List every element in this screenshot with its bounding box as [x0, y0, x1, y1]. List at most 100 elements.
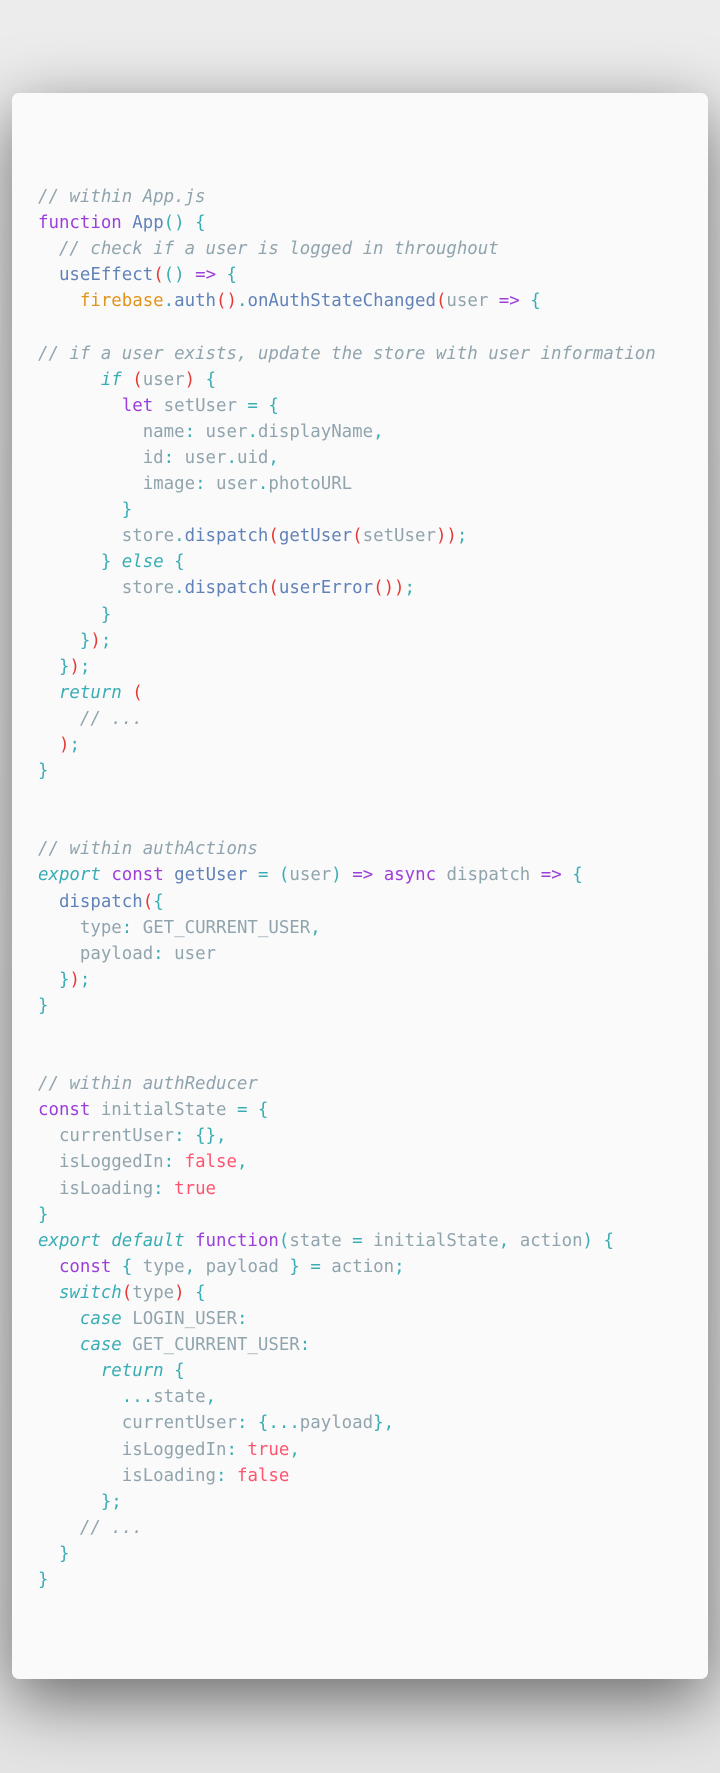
code-token: }; — [100, 1491, 122, 1512]
code-token: ; — [79, 969, 91, 990]
code-token — [38, 396, 122, 416]
code-token: function — [38, 213, 122, 234]
code-token: } — [58, 656, 70, 677]
code-token — [38, 1309, 80, 1329]
code-token: name — [38, 421, 185, 442]
code-token: currentUser — [38, 1126, 175, 1147]
code-token — [38, 631, 80, 651]
code-token: : — [163, 1152, 175, 1173]
code-token: { — [153, 891, 164, 912]
code-token: user — [289, 865, 332, 886]
code-token — [185, 1283, 195, 1303]
code-line: } — [38, 993, 656, 1019]
code-token — [38, 709, 80, 729]
code-line: id: user.uid, — [38, 445, 656, 471]
code-token: { — [195, 213, 206, 234]
code-token — [185, 1231, 195, 1251]
code-line: // ... — [38, 706, 656, 732]
code-line: }); — [38, 654, 656, 680]
code-token: type — [38, 917, 122, 938]
code-line: ...state, — [38, 1384, 656, 1410]
code-token: photoURL — [268, 474, 353, 495]
code-token: // within authActions — [38, 839, 258, 860]
code-token: = — [352, 1230, 363, 1251]
code-token: , — [310, 917, 321, 938]
code-token: LOGIN_USER — [121, 1309, 237, 1330]
code-line: dispatch({ — [38, 889, 656, 915]
code-token: ( — [435, 291, 447, 312]
code-token: ) — [58, 734, 70, 755]
code-line: firebase.auth().onAuthStateChanged(user … — [38, 288, 656, 314]
code-token: () — [163, 213, 185, 234]
code-token: () — [163, 265, 185, 286]
code-line: }); — [38, 628, 656, 654]
code-token: else — [121, 552, 164, 573]
code-token: user — [205, 474, 258, 495]
code-line — [38, 1045, 656, 1071]
code-token: user — [142, 369, 185, 390]
code-line: isLoading: false — [38, 1463, 656, 1489]
code-token — [216, 265, 226, 285]
code-token — [38, 605, 101, 625]
code-token: ; — [79, 656, 91, 677]
code-token: { — [530, 291, 541, 312]
code-token: ( — [278, 1230, 290, 1251]
code-token: } — [38, 995, 49, 1016]
code-token: ( — [268, 578, 279, 599]
code-token: useEffect — [58, 265, 154, 286]
code-token: ... — [121, 1387, 154, 1408]
code-token: }, — [373, 1413, 395, 1434]
code-line: type: GET_CURRENT_USER, — [38, 915, 656, 941]
code-token — [300, 1257, 310, 1277]
code-token — [38, 1283, 59, 1303]
code-token: => — [195, 265, 217, 286]
code-token: userError — [278, 578, 374, 599]
code-token: } — [121, 500, 133, 521]
code-token: user — [195, 421, 248, 442]
code-token — [122, 683, 132, 703]
code-line: } — [38, 1541, 656, 1567]
code-token — [38, 892, 59, 912]
code-token — [38, 265, 59, 285]
code-token: } — [79, 630, 91, 651]
code-token: user — [174, 447, 227, 468]
code-token: image — [38, 474, 196, 495]
code-token: . — [174, 578, 185, 599]
code-token: export default — [38, 1230, 185, 1251]
code-token: user — [163, 943, 217, 964]
code-token: : — [226, 1439, 237, 1460]
code-token: case — [79, 1309, 122, 1330]
code-line: const { type, payload } = action; — [38, 1254, 656, 1280]
code-token — [373, 865, 383, 885]
code-token: dispatch — [184, 526, 269, 547]
code-token: state — [153, 1387, 206, 1408]
code-token — [247, 1413, 257, 1433]
code-token: setUser — [153, 395, 248, 416]
code-token: = — [310, 1256, 321, 1277]
code-token: = — [247, 395, 258, 416]
code-token: user — [446, 291, 499, 312]
code-token: displayName — [257, 421, 374, 442]
code-token — [38, 1544, 59, 1564]
code-token: : — [174, 1126, 185, 1147]
code-token: true — [174, 1178, 217, 1199]
code-token — [111, 1257, 121, 1277]
code-token: currentUser — [38, 1413, 237, 1434]
code-token: ; — [404, 578, 415, 599]
code-token: = — [236, 1100, 248, 1121]
code-token: : — [195, 474, 206, 495]
code-token: if — [100, 369, 122, 390]
code-token: false — [236, 1465, 290, 1486]
code-line: } else { — [38, 549, 656, 575]
code-token — [247, 865, 257, 885]
code-token: // if a user exists, update the store wi… — [38, 343, 656, 364]
code-token — [38, 239, 59, 259]
code-token — [164, 1179, 174, 1199]
code-token: ( — [142, 891, 154, 912]
code-token: function — [195, 1230, 279, 1251]
code-token: )) — [435, 526, 457, 547]
code-token — [342, 865, 352, 885]
code-token: , — [184, 1256, 196, 1277]
code-token: , — [236, 1152, 248, 1173]
